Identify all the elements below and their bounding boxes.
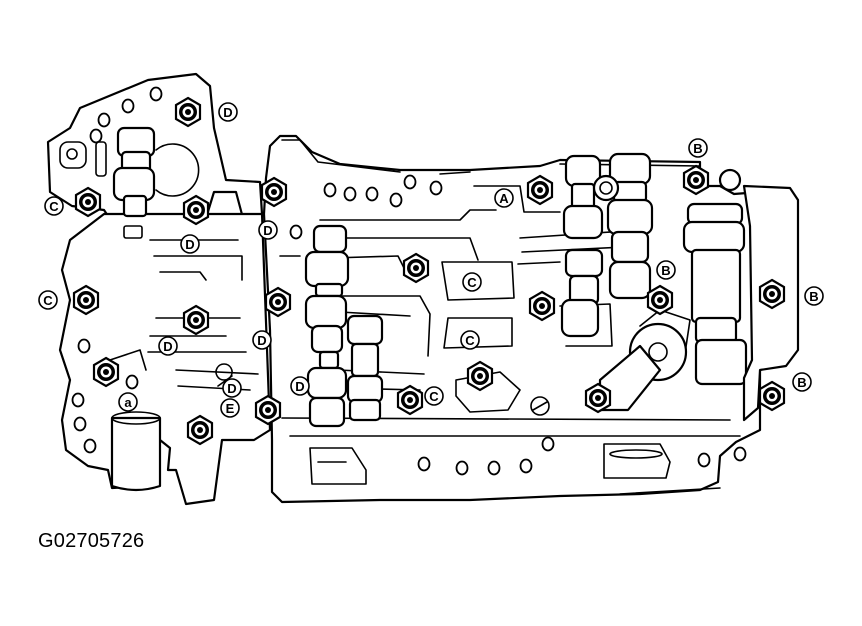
callout-b-1: B [688,138,708,158]
svg-text:C: C [465,333,475,348]
callout-d-3: D [258,220,278,240]
svg-text:D: D [295,379,304,394]
svg-text:B: B [809,289,818,304]
svg-text:C: C [429,389,439,404]
callout-c-4: C [460,330,480,350]
svg-text:D: D [163,339,172,354]
callout-d-2: D [180,234,200,254]
svg-text:A: A [499,191,509,206]
callout-c-2: C [38,290,58,310]
callout-d-4: D [158,336,178,356]
callout-c-5: C [424,386,444,406]
lower-left-cylinder [110,416,162,492]
callout-d-7: D [290,376,310,396]
callout-b-4: B [792,372,812,392]
left-housing [58,212,272,506]
svg-text:C: C [43,293,53,308]
callouts: D C D D C D D D [38,102,824,418]
callout-a-lower: a [118,392,138,412]
svg-text:B: B [693,141,702,156]
callout-a-upper: A [494,188,514,208]
callout-c-3: C [462,272,482,292]
svg-text:E: E [226,401,235,416]
callout-b-3: B [804,286,824,306]
svg-text:C: C [49,199,59,214]
svg-text:B: B [797,375,806,390]
callout-b-2: B [656,260,676,280]
callout-c-1: C [44,196,64,216]
svg-text:C: C [467,275,477,290]
figure-id-label: G02705726 [38,530,145,552]
svg-text:D: D [185,237,194,252]
svg-text:D: D [223,105,232,120]
svg-text:B: B [661,263,670,278]
callout-e: E [220,398,240,418]
svg-text:D: D [263,223,272,238]
callout-d-5: D [252,330,272,350]
svg-text:D: D [257,333,266,348]
callout-d-6: D [222,378,242,398]
callout-d-1: D [218,102,238,122]
svg-text:D: D [227,381,236,396]
svg-text:a: a [124,395,132,410]
